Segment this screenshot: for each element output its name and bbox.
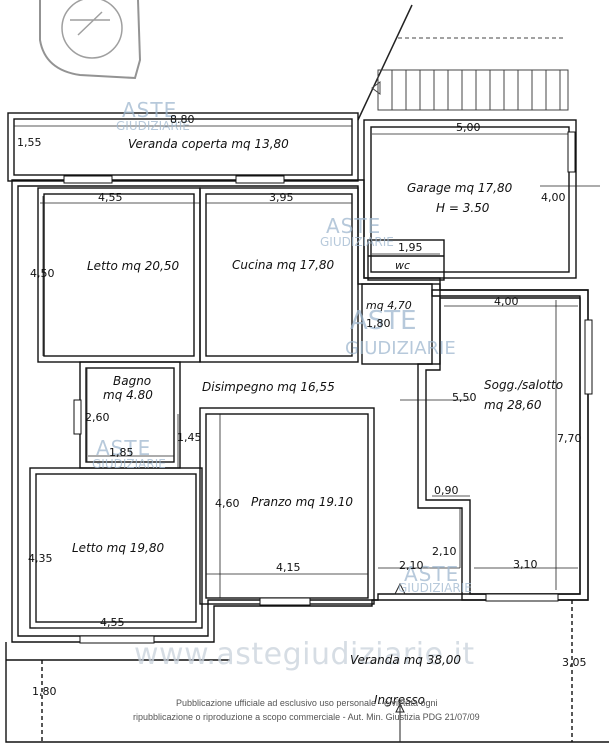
dimension-label: 5,50 (452, 391, 477, 404)
stamp-seal (39, 0, 142, 80)
watermark-brand: ASTE (96, 436, 152, 460)
dimension-label: 0,90 (434, 484, 459, 497)
dimension-label: 4,00 (541, 191, 566, 204)
room-label-wc: wc (395, 259, 411, 272)
dimension-label: 4,55 (100, 616, 125, 629)
watermark-brand: ASTE (350, 306, 417, 336)
dimension-label: 7,70 (557, 432, 582, 445)
dimension-label: 4,15 (276, 561, 301, 574)
dimension-label: 1,80 (32, 685, 57, 698)
dimension-label: 1,80 (366, 317, 391, 330)
watermark-brand-sub: GIUDIZIARIE (116, 119, 190, 133)
room-label-pranzo: Pranzo mq 19.10 (251, 495, 354, 509)
dimension-label: 4,00 (494, 295, 519, 308)
notice-line-2: ripubblicazione o riproduzione a scopo c… (133, 712, 480, 722)
dimension-label: 4,35 (28, 552, 53, 565)
dimension-label: 1,55 (17, 136, 42, 149)
watermark-brand: ASTE (326, 214, 382, 238)
stairs (371, 37, 569, 111)
dimension-label: 4,50 (30, 267, 55, 280)
dimension-label: 2,10 (399, 559, 424, 572)
notice-line-1: Pubblicazione ufficiale ad esclusivo uso… (176, 698, 438, 708)
windows (63, 131, 593, 644)
room-label-bagno-area: mq 4.80 (103, 388, 153, 402)
dimension-label: 2,10 (432, 545, 457, 558)
room-label-veranda: Veranda mq 38,00 (350, 653, 462, 667)
dimension-label: 4,60 (215, 497, 240, 510)
room-label-garage: Garage mq 17,80 (407, 181, 513, 195)
room-label-garage-height: H = 3.50 (436, 201, 490, 215)
room-label-soggiorno-area: mq 28,60 (484, 398, 542, 412)
room-label-wc-area: mq 4,70 (366, 299, 412, 312)
room-label-disimpegno: Disimpegno mq 16,55 (202, 380, 335, 394)
dimension-label: 1,95 (398, 241, 423, 254)
watermark-brand-sub: GIUDIZIARIE (398, 581, 472, 595)
watermark-brand-sub: GIUDIZIARIE (92, 457, 166, 471)
watermark-brand: ASTE (122, 98, 178, 122)
dimension-label: 2,60 (85, 411, 110, 424)
dimension-label: 3,95 (269, 191, 294, 204)
dimension-label: 3,10 (513, 558, 538, 571)
watermark-brand: ASTE (404, 562, 460, 586)
room-label-veranda-coperta: Veranda coperta mq 13,80 (128, 137, 289, 151)
room-label-letto-2: Letto mq 19,80 (72, 541, 165, 555)
room-label-bagno: Bagno (113, 374, 152, 388)
watermark-site: www.astegiudiziarie.it (134, 637, 475, 672)
room-label-letto-1: Letto mq 20,50 (87, 259, 180, 273)
room-label-cucina: Cucina mq 17,80 (232, 258, 335, 272)
dimension-lines (14, 125, 600, 629)
dimension-label: 1,85 (109, 446, 134, 459)
room-label-ingresso: Ingresso (374, 693, 425, 707)
dimension-label: 4,55 (98, 191, 123, 204)
watermark-brand-sub: GIUDIZIARIE (345, 338, 456, 359)
property-line (357, 4, 413, 121)
room-label-soggiorno: Sogg./salotto (484, 378, 564, 392)
dimension-label: 1,45 (177, 431, 202, 444)
watermark-brand-sub: GIUDIZIARIE (320, 235, 394, 249)
dimension-label: 5,00 (456, 121, 481, 134)
dimension-label: 8.80 (170, 113, 195, 126)
dimension-label: 3,05 (562, 656, 587, 669)
entrance-arrows (394, 582, 406, 742)
